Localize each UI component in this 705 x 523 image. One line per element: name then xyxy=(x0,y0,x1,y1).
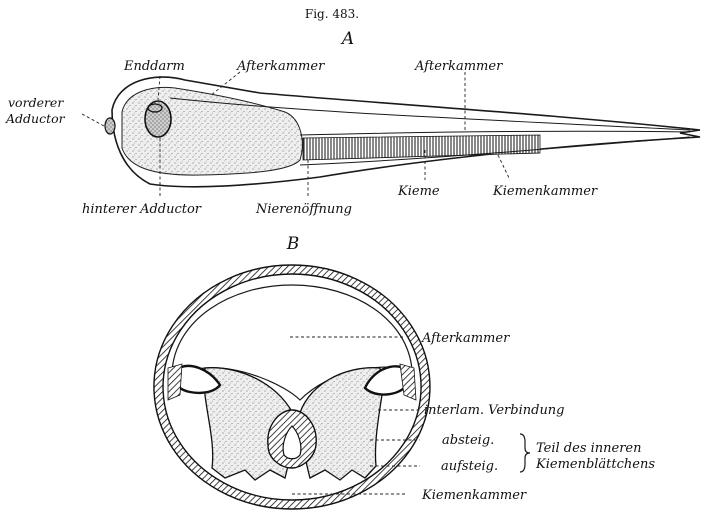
label-adductor: Adductor xyxy=(5,111,66,126)
label-afterkammer-2: Afterkammer xyxy=(414,59,503,74)
label-enddarm: Enddarm xyxy=(123,59,185,74)
panel-a-letter: A xyxy=(340,29,354,49)
brace xyxy=(520,434,530,472)
label-hinterer-adductor: hinterer Adductor xyxy=(82,202,202,217)
label-kieme: Kieme xyxy=(397,184,440,199)
panel-a-drawing xyxy=(105,77,700,187)
gill-comb xyxy=(303,135,540,160)
panel-b-letter: B xyxy=(286,234,300,254)
figure-number: Fig. 483. xyxy=(305,7,359,21)
label-nierenoeffnung: Nierenöffnung xyxy=(255,202,352,217)
label-afterkammer-1: Afterkammer xyxy=(236,59,325,74)
label-kiemenkammer-a: Kiemenkammer xyxy=(492,184,598,199)
right-suspensory xyxy=(400,364,416,400)
label-vorderer: vorderer xyxy=(8,95,64,110)
panel-b-drawing xyxy=(154,265,430,509)
label-interlam: interlam. Verbindung xyxy=(424,403,565,418)
label-afterkammer-b: Afterkammer xyxy=(421,331,510,346)
label-absteig: absteig. xyxy=(442,433,494,448)
afterkammer-band-lower xyxy=(300,131,690,135)
left-suspensory xyxy=(168,364,182,400)
label-teil: Teil des inneren xyxy=(536,441,642,456)
label-aufsteig: aufsteig. xyxy=(441,459,498,474)
label-kiemenkammer-b: Kiemenkammer xyxy=(421,488,527,503)
label-kiemenblaettchen: Kiemenblättchens xyxy=(535,457,655,472)
vorderer-adductor-shape xyxy=(105,118,115,134)
